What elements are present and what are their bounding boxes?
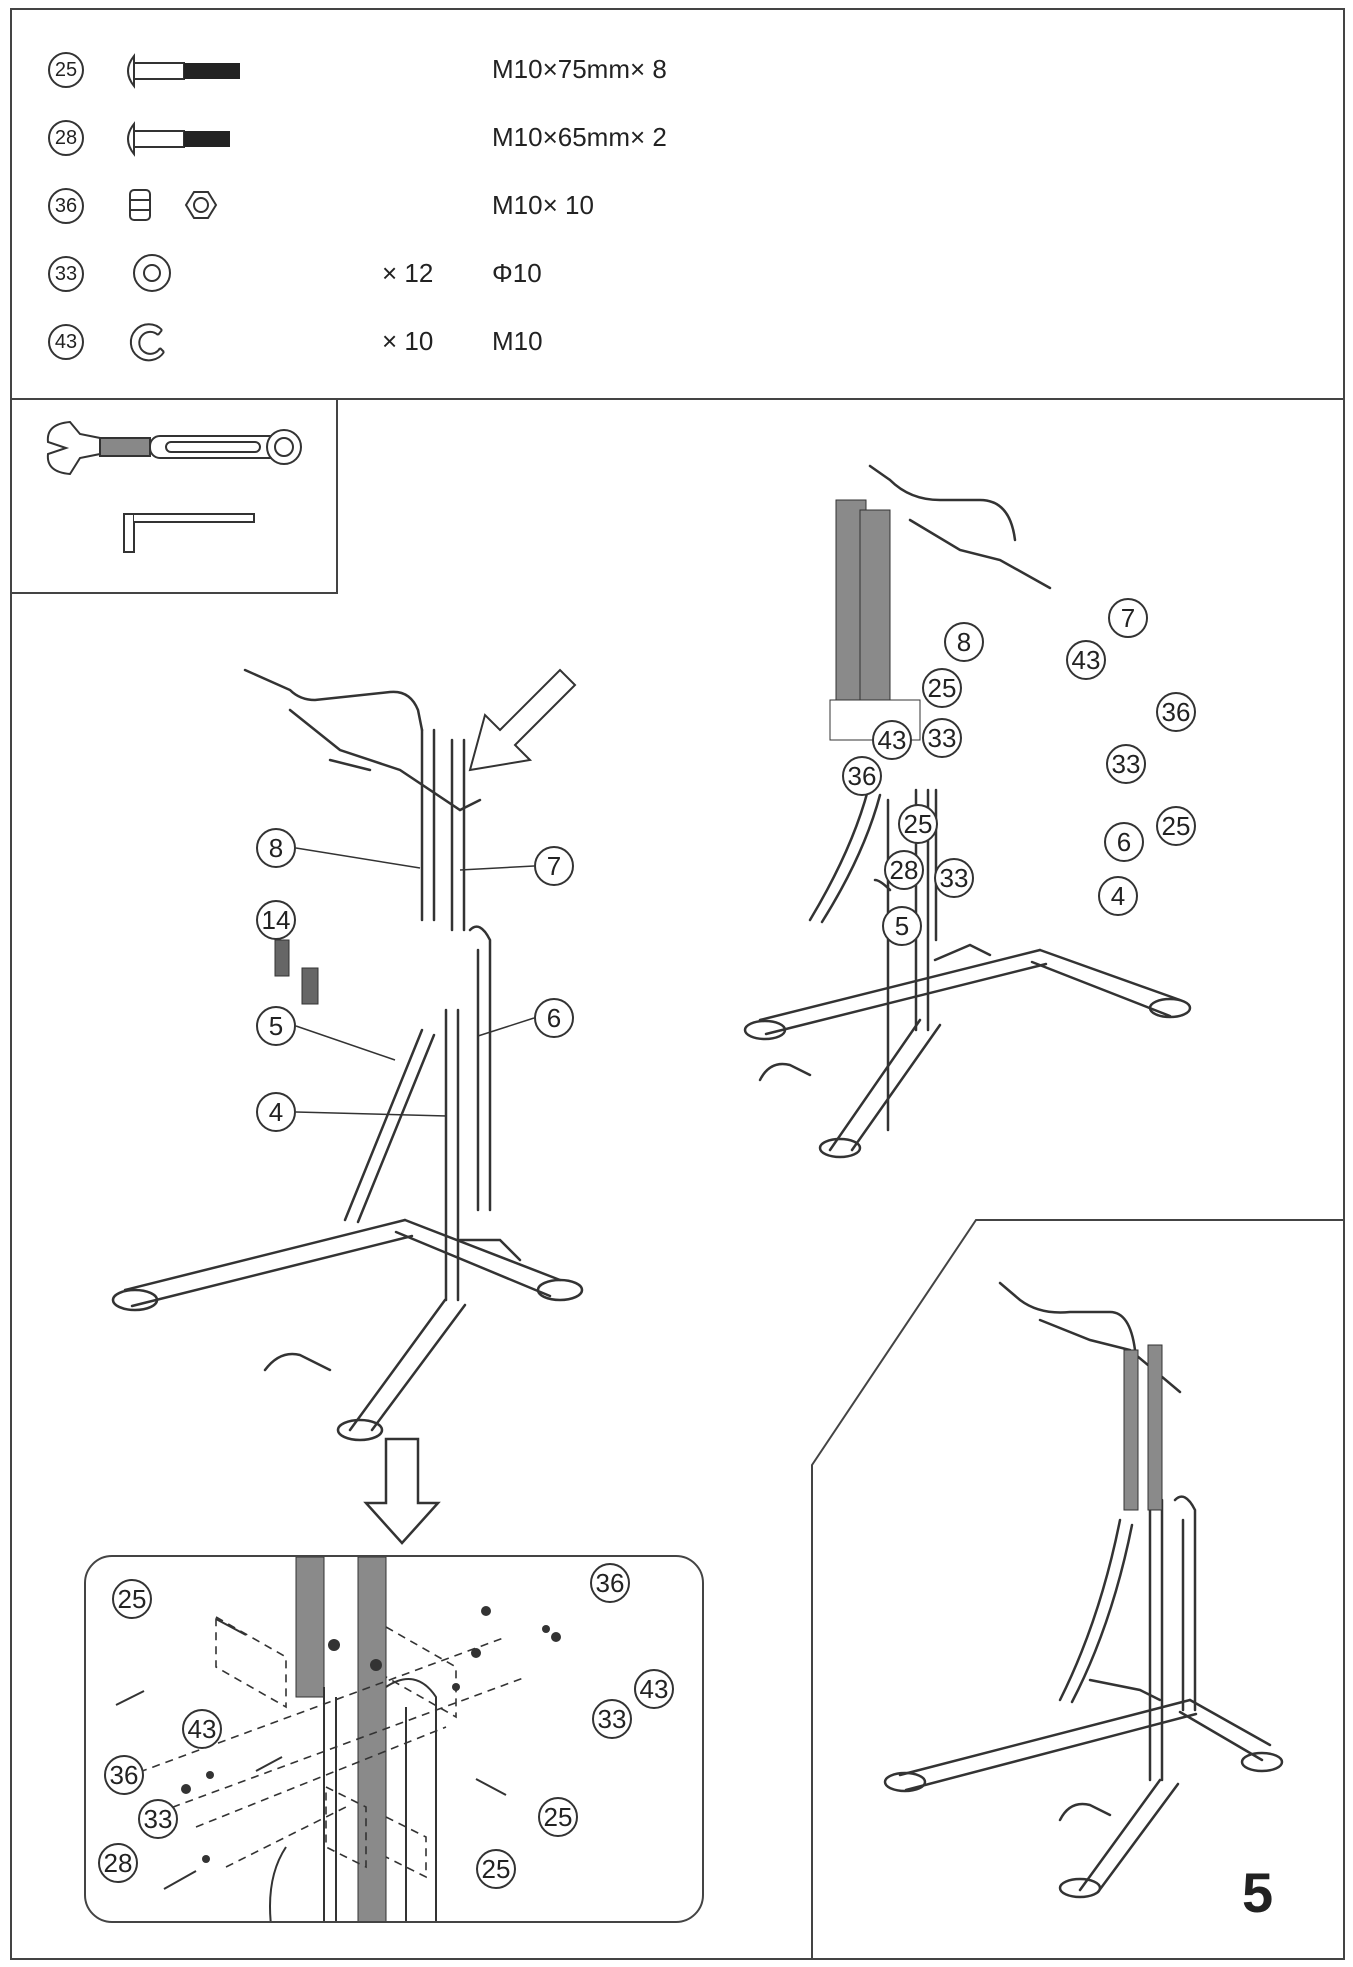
callout: 8 bbox=[256, 828, 296, 868]
part-spec: Φ10 bbox=[492, 258, 542, 288]
callout: 43 bbox=[872, 720, 912, 760]
part-spec: M10×65mm× 2 bbox=[492, 122, 667, 152]
callout: 5 bbox=[882, 906, 922, 946]
callout: 33 bbox=[1106, 744, 1146, 784]
callout: 14 bbox=[256, 900, 296, 940]
bolt-long-icon bbox=[127, 53, 240, 89]
part-spec: M10 bbox=[492, 326, 543, 356]
part-qty: × 10 bbox=[382, 326, 434, 356]
allen-key-icon bbox=[123, 513, 255, 553]
part-spec: M10×75mm× 8 bbox=[492, 54, 667, 84]
down-arrow-icon bbox=[363, 1437, 441, 1545]
callout: 8 bbox=[944, 622, 984, 662]
flat-washer-icon bbox=[133, 254, 171, 292]
callout: 25 bbox=[1156, 806, 1196, 846]
callout: 6 bbox=[1104, 822, 1144, 862]
part-id: 36 bbox=[48, 188, 84, 224]
callout: 33 bbox=[138, 1799, 178, 1839]
callout: 7 bbox=[534, 846, 574, 886]
page-frame bbox=[10, 8, 1345, 1960]
callout: 33 bbox=[934, 858, 974, 898]
callout: 33 bbox=[922, 718, 962, 758]
callout: 7 bbox=[1108, 598, 1148, 638]
assembly-diagram-right bbox=[743, 464, 1192, 1159]
wrench-icon bbox=[46, 420, 302, 476]
callout: 4 bbox=[1098, 876, 1138, 916]
callout: 36 bbox=[590, 1563, 630, 1603]
callout: 25 bbox=[112, 1579, 152, 1619]
nut-icon bbox=[129, 189, 218, 221]
detail-view: 25 36 43 43 36 33 33 28 25 25 bbox=[84, 1555, 704, 1923]
callout: 36 bbox=[1156, 692, 1196, 732]
callout: 6 bbox=[534, 998, 574, 1038]
callout: 33 bbox=[592, 1699, 632, 1739]
callout: 36 bbox=[104, 1755, 144, 1795]
spring-washer-icon bbox=[129, 323, 165, 362]
hardware-row: 36 M10× 10 bbox=[10, 176, 910, 236]
part-id: 33 bbox=[48, 256, 84, 292]
callout: 25 bbox=[538, 1797, 578, 1837]
callout: 25 bbox=[476, 1849, 516, 1889]
part-id: 25 bbox=[48, 52, 84, 88]
callout: 43 bbox=[1066, 640, 1106, 680]
step-number: 5 bbox=[1242, 1861, 1274, 1924]
hardware-row: 28 M10×65mm× 2 bbox=[10, 108, 910, 168]
callout: 25 bbox=[898, 804, 938, 844]
callout: 4 bbox=[256, 1092, 296, 1132]
callout: 43 bbox=[182, 1709, 222, 1749]
callout: 28 bbox=[98, 1843, 138, 1883]
callout: 36 bbox=[842, 756, 882, 796]
part-qty: × 12 bbox=[382, 258, 434, 288]
callout: 28 bbox=[884, 850, 924, 890]
assembly-diagram-left bbox=[111, 668, 584, 1442]
hardware-panel: 25 M10×75mm× 8 28 M10×65mm× 2 36 M10× 10… bbox=[10, 8, 1345, 400]
callout: 25 bbox=[922, 668, 962, 708]
part-spec: M10× 10 bbox=[492, 190, 594, 220]
part-id: 43 bbox=[48, 324, 84, 360]
part-id: 28 bbox=[48, 120, 84, 156]
hardware-row: 25 M10×75mm× 8 bbox=[10, 40, 910, 100]
bolt-short-icon bbox=[127, 121, 230, 157]
callout: 5 bbox=[256, 1006, 296, 1046]
hardware-row: 33 × 12 Φ10 bbox=[10, 244, 910, 304]
callout: 43 bbox=[634, 1669, 674, 1709]
hardware-row: 43 × 10 M10 bbox=[10, 312, 910, 372]
tools-box bbox=[10, 398, 338, 594]
